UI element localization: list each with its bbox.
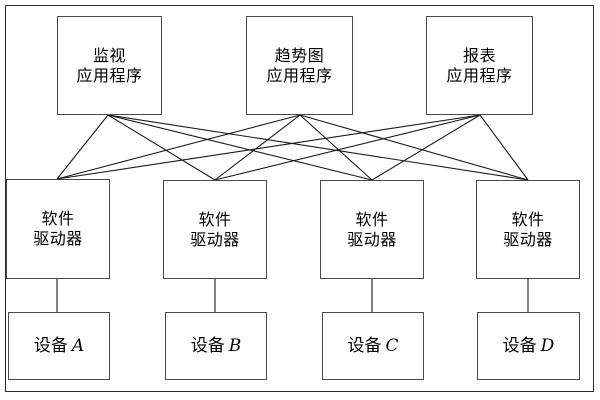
- node-label-line-2: 驱动器: [347, 229, 397, 249]
- node-label-line-1: 软件: [355, 209, 389, 229]
- node-label-line-2: 应用程序: [266, 65, 333, 85]
- node-app-report[interactable]: 报表应用程序: [426, 16, 533, 115]
- node-label-line-1: 软件: [198, 209, 232, 229]
- node-label-line-2: 驱动器: [190, 229, 240, 249]
- node-app-monitor[interactable]: 监视应用程序: [57, 16, 162, 115]
- node-label-line-1: 报表: [462, 45, 496, 65]
- node-drv-d[interactable]: 软件驱动器: [476, 180, 580, 279]
- device-identifier: D: [540, 335, 555, 356]
- node-drv-c[interactable]: 软件驱动器: [320, 180, 424, 279]
- device-identifier: A: [71, 335, 85, 356]
- node-label-line-2: 驱动器: [503, 229, 553, 249]
- node-drv-a[interactable]: 软件驱动器: [6, 179, 110, 279]
- node-label-line-1: 监视: [92, 45, 126, 65]
- node-label-line-1: 趋势图: [274, 45, 325, 65]
- node-label-line-2: 应用程序: [446, 65, 513, 85]
- node-drv-b[interactable]: 软件驱动器: [163, 180, 267, 279]
- device-identifier: B: [228, 335, 242, 356]
- node-app-trend[interactable]: 趋势图应用程序: [246, 16, 353, 115]
- node-label-line-2: 驱动器: [33, 229, 83, 248]
- device-identifier: C: [385, 335, 399, 356]
- node-label-line-1: 软件: [41, 209, 75, 229]
- node-label-line-1: 软件: [511, 209, 545, 229]
- node-label-line-2: 应用程序: [76, 65, 143, 85]
